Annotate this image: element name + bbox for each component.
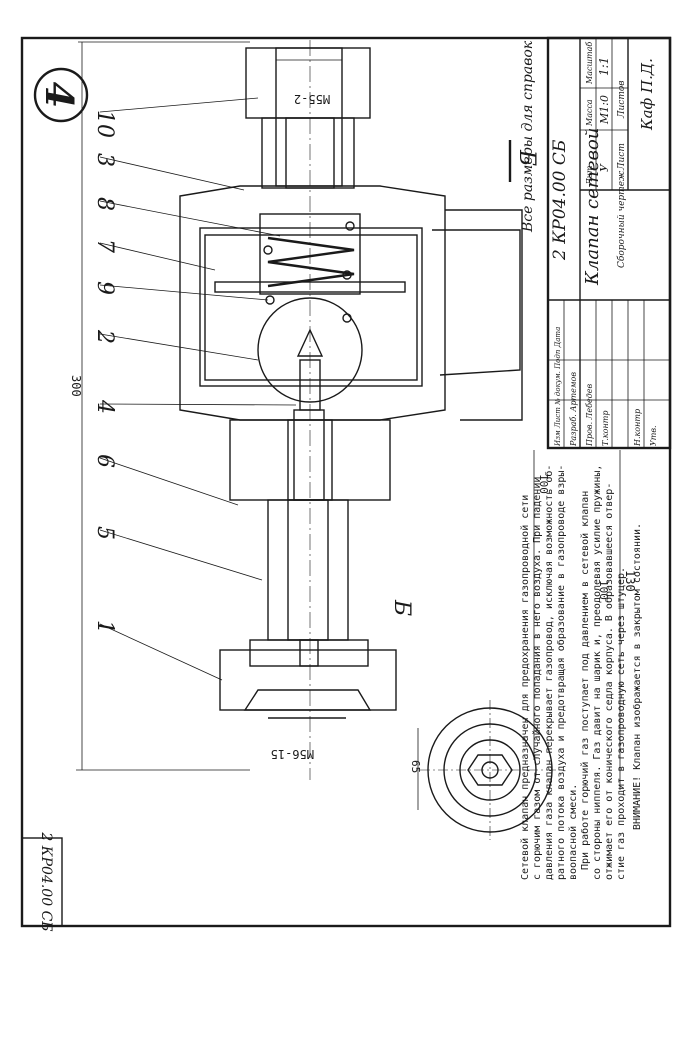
description-line-1: Сетевой клапан предназначен для предохра…: [519, 495, 531, 880]
title-lit: У: [598, 163, 611, 172]
header-mass: Масса: [585, 99, 594, 127]
description-line-4: ратного потока воздуха и предотвращая об…: [555, 465, 567, 880]
header-scale: Масштаб: [585, 42, 594, 85]
description-line-8: отжимает его от конического седла корпус…: [603, 483, 615, 880]
description-block: Сетевой клапан предназначен для предохра…: [519, 465, 643, 880]
title-sheet: Лист: [617, 143, 627, 171]
title-row-5: Утв.: [649, 425, 658, 446]
outer-frame: [20, 36, 672, 928]
part-label-2: 2: [92, 329, 117, 344]
dim-100: 100: [537, 474, 550, 494]
part-label-1: 1: [92, 620, 117, 634]
dim-overall: 300: [69, 41, 250, 771]
view-label-arrow: Б: [514, 149, 539, 166]
sheet-number-circle: [33, 67, 89, 123]
part-label-9: 9: [92, 281, 117, 295]
title-sheets: Листов: [617, 80, 627, 119]
title-designation: 2 КР04.00 СБ: [550, 139, 570, 261]
dim-130: 130: [623, 570, 637, 592]
part-label-3: 3: [92, 153, 117, 167]
part-label-10: 10: [92, 110, 117, 138]
title-org: Каф П.Д.: [638, 58, 656, 131]
description-line-3: давления газа клапан перекрывает газопро…: [543, 465, 555, 880]
title-mass: M1:0: [598, 95, 611, 125]
view-b: Б Б 65 100 130 100: [389, 140, 637, 840]
stamp-designation: 2 КР04.00 СБ: [38, 831, 54, 931]
title-row-1: Разраб. Артемов: [569, 372, 578, 447]
leader-lines: [99, 97, 297, 681]
dim-thread-top: M55-2: [294, 92, 330, 106]
part-label-5: 5: [92, 526, 117, 540]
part-label-8: 8: [92, 197, 117, 211]
assembly-section: M55-2 M56-15: [179, 40, 523, 780]
note-sizes: Все размеры для справок: [520, 40, 536, 233]
title-row-4: Н.контр: [633, 409, 642, 447]
description-line-2: с горючим газом от случайного попадания …: [531, 477, 543, 880]
part-label-4: 4: [92, 399, 117, 414]
description-line-9: стие газ проходит в газопроводную сеть ч…: [616, 567, 627, 880]
description-line-10: ВНИМАНИЕ! Клапан изображается в закрытом…: [631, 523, 643, 830]
description-line-6: При работе горючий газ поступает под дав…: [579, 491, 591, 870]
title-doc-type: Сборочный чертеж: [616, 170, 627, 268]
title-row-3: Т.контр: [601, 411, 610, 446]
title-name: Клапан сетевой: [582, 128, 603, 286]
dim-100b: 100: [597, 580, 610, 600]
part-labels: 10 3 8 7 9 2 4 6 5 1: [92, 110, 117, 634]
title-row-2: Пров. Лебедев: [585, 384, 594, 447]
description-line-7: со стороны ниппеля. Газ давит на шарик и…: [592, 465, 603, 880]
dim-thread-bottom: M56-15: [271, 747, 314, 761]
title-scale: 1:1: [597, 57, 611, 76]
part-label-6: 6: [92, 454, 117, 468]
view-label: Б: [389, 599, 414, 616]
title-block: 2 КР04.00 СБ Клапан сетевой Сборочный че…: [546, 36, 672, 450]
dim-overall-length: 300: [69, 375, 83, 397]
sheet-number: 4: [37, 82, 82, 108]
dim-65: 65: [409, 760, 422, 773]
stamp-box: [21, 837, 63, 927]
part-label-7: 7: [92, 239, 117, 253]
header-lit: Лит: [585, 165, 594, 186]
title-row-0: Изм Лист № докум. Подп Дата: [554, 327, 562, 447]
description-line-5: воопасной смеси.: [567, 784, 579, 880]
